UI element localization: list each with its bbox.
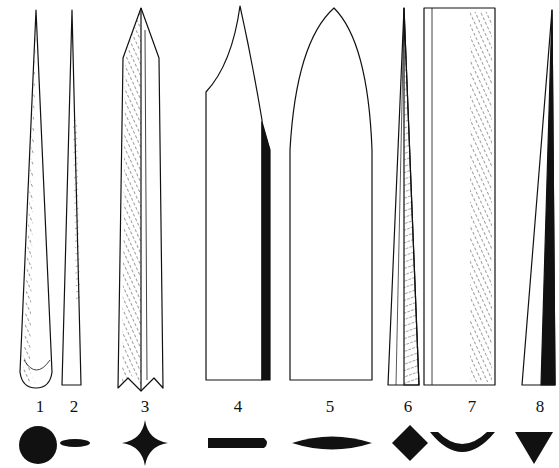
- callout-number: 1: [36, 398, 45, 415]
- callout-number: 2: [70, 398, 79, 415]
- graver-round: [20, 10, 52, 388]
- callout-number: 8: [536, 398, 545, 415]
- graver-knife: [206, 6, 270, 380]
- callout-number: 3: [141, 398, 150, 415]
- graver-cross: [118, 8, 163, 391]
- callout-number: 7: [468, 398, 477, 415]
- graver-spear: [290, 8, 372, 380]
- graver-triangular: [522, 10, 555, 385]
- callout-number: 4: [234, 398, 243, 415]
- graver-lozenge: [388, 8, 419, 385]
- cross-sections: [19, 420, 553, 466]
- graver-flat-narrow: [62, 10, 81, 385]
- callout-number: 5: [326, 398, 335, 415]
- callout-number: 6: [404, 398, 413, 415]
- graver-half-round: [424, 8, 495, 385]
